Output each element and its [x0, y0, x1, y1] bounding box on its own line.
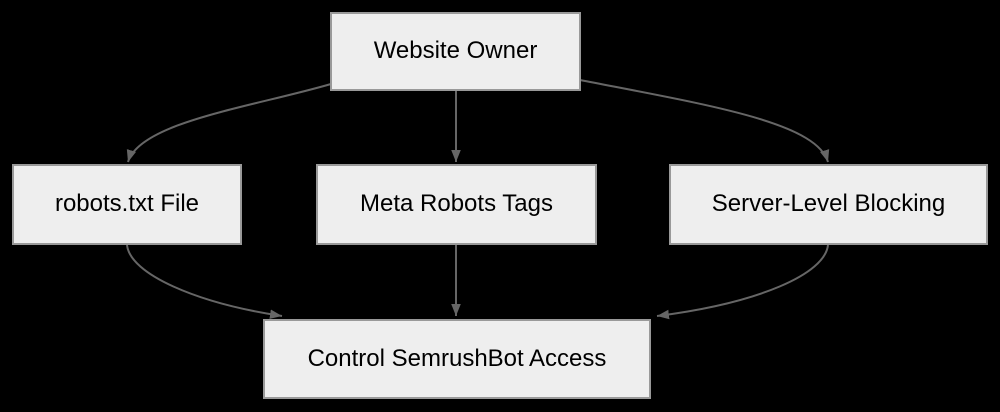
- node-website-owner-label: Website Owner: [373, 37, 538, 65]
- node-website-owner: Website Owner: [330, 12, 581, 91]
- edge-server-blocking-to-control-access: [656, 244, 829, 320]
- node-server-level-blocking-label: Server-Level Blocking: [711, 190, 946, 218]
- edge-owner-to-robots-txt: [126, 83, 332, 163]
- node-server-level-blocking: Server-Level Blocking: [669, 164, 988, 245]
- edge-owner-to-server-blocking: [579, 79, 830, 163]
- node-control-semrushbot-access: Control SemrushBot Access: [263, 319, 651, 399]
- node-control-semrushbot-access-label: Control SemrushBot Access: [307, 344, 607, 372]
- node-robots-txt-file-label: robots.txt File: [54, 190, 200, 218]
- node-meta-robots-tags-label: Meta Robots Tags: [360, 190, 553, 218]
- edge-robots-txt-to-control-access: [126, 244, 283, 319]
- node-meta-robots-tags: Meta Robots Tags: [316, 164, 597, 245]
- node-robots-txt-file: robots.txt File: [12, 164, 242, 245]
